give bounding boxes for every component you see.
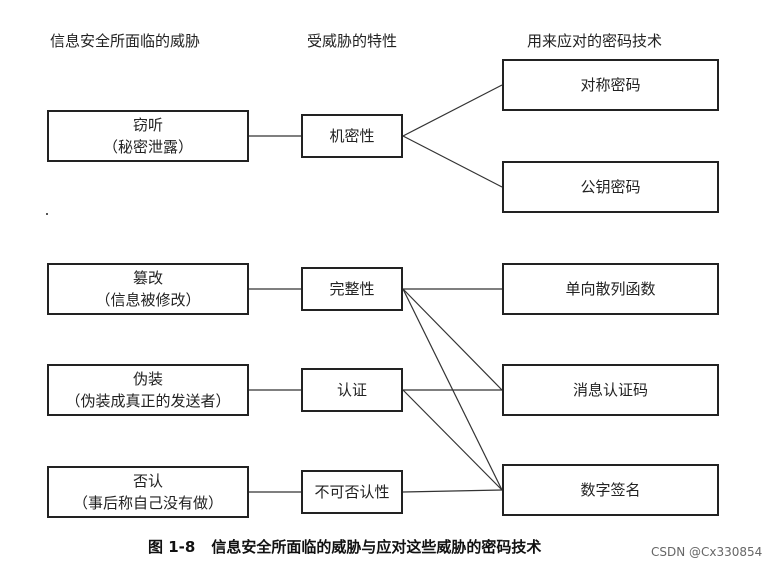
threat-name: 否认 xyxy=(132,472,163,490)
technique-label: 消息认证码 xyxy=(572,381,648,399)
property-authentication: 认证 xyxy=(301,368,403,412)
property-integrity: 完整性 xyxy=(301,267,403,311)
technique-public-key-cipher: 公钥密码 xyxy=(502,161,719,213)
link-confidentiality-publickey xyxy=(402,135,503,188)
technique-hash-function: 单向散列函数 xyxy=(502,263,719,315)
technique-symmetric-cipher: 对称密码 xyxy=(502,59,719,111)
threat-spoofing: 伪装 （伪装成真正的发送者） xyxy=(47,364,249,416)
threat-detail: （秘密泄露） xyxy=(102,138,193,156)
figure-number: 图 1-8 xyxy=(148,538,196,556)
threat-repudiation: 否认 （事后称自己没有做） xyxy=(47,466,249,518)
technique-label: 数字签名 xyxy=(580,481,641,499)
threat-name: 窃听 xyxy=(132,116,163,134)
technique-label: 单向散列函数 xyxy=(565,280,656,298)
technique-label: 对称密码 xyxy=(580,76,641,94)
property-confidentiality: 机密性 xyxy=(301,114,403,158)
property-nonrepudiation: 不可否认性 xyxy=(301,470,403,514)
threat-detail: （事后称自己没有做） xyxy=(72,494,223,512)
header-techniques: 用来应对的密码技术 xyxy=(527,32,663,50)
stray-mark xyxy=(46,213,48,215)
link-integrity-mac xyxy=(402,288,503,391)
link-confidentiality-symmetric xyxy=(402,84,503,137)
watermark: CSDN @Cx330854 xyxy=(651,545,763,559)
threat-name: 篡改 xyxy=(132,269,163,287)
link-authentication-signature xyxy=(402,389,503,491)
header-properties: 受威胁的特性 xyxy=(307,32,398,50)
technique-mac: 消息认证码 xyxy=(502,364,719,416)
header-threats: 信息安全所面临的威胁 xyxy=(50,32,201,50)
technique-digital-signature: 数字签名 xyxy=(502,464,719,516)
link-nonrepudiation-signature xyxy=(402,489,503,493)
property-label: 认证 xyxy=(336,381,367,399)
property-label: 机密性 xyxy=(329,127,375,145)
threat-tampering: 篡改 （信息被修改） xyxy=(47,263,249,315)
figure-title: 信息安全所面临的威胁与应对这些威胁的密码技术 xyxy=(211,538,542,556)
technique-label: 公钥密码 xyxy=(580,178,641,196)
property-label: 不可否认性 xyxy=(314,483,390,501)
property-label: 完整性 xyxy=(329,280,375,298)
threat-detail: （信息被修改） xyxy=(95,291,201,309)
threat-detail: （伪装成真正的发送者） xyxy=(65,392,231,410)
threat-name: 伪装 xyxy=(132,370,163,388)
threat-eavesdropping: 窃听 （秘密泄露） xyxy=(47,110,249,162)
figure-caption: 图 1-8 信息安全所面临的威胁与应对这些威胁的密码技术 xyxy=(148,536,541,557)
